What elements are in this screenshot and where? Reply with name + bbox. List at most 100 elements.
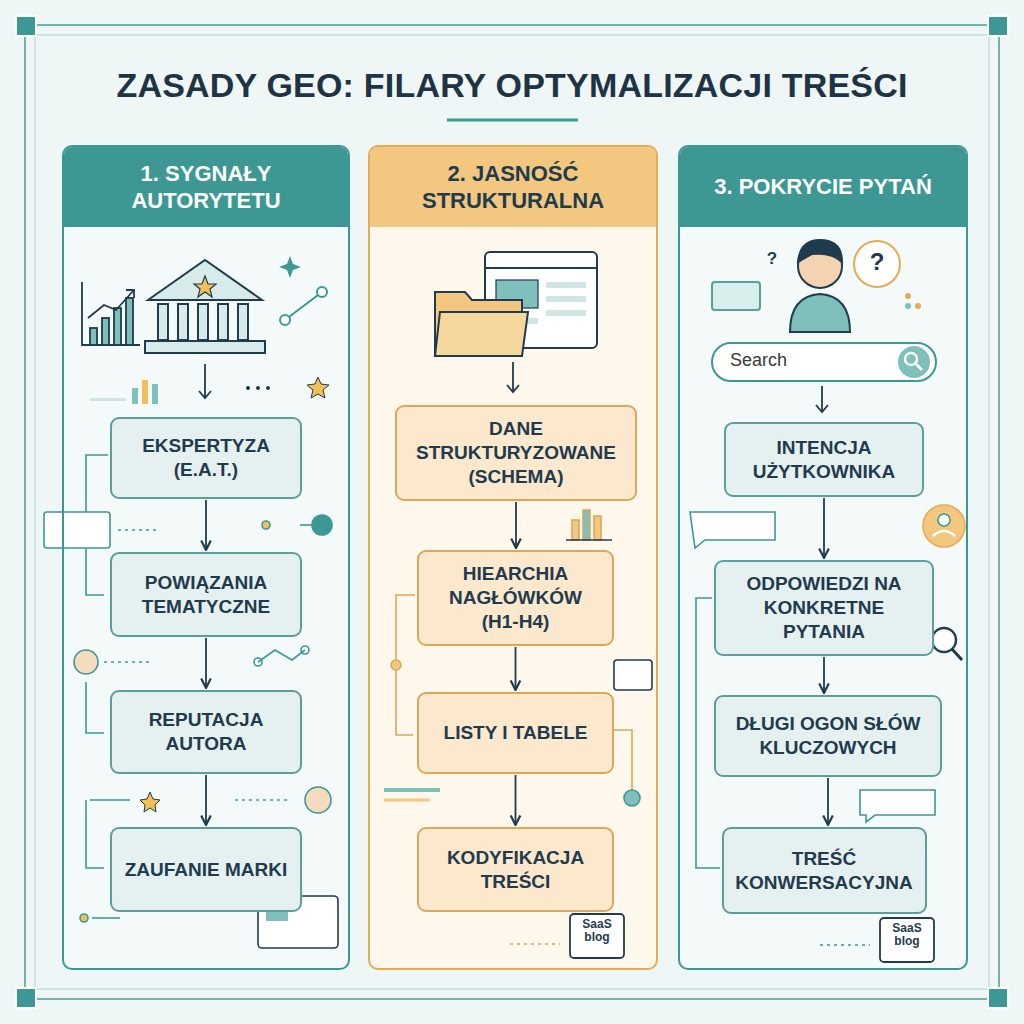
flow-arrow [515, 775, 517, 825]
bracket-line [90, 799, 130, 801]
browser-window [546, 296, 586, 302]
decor-bits [614, 660, 652, 690]
flow-arrow [827, 778, 829, 825]
panel-ground [368, 145, 658, 970]
bracket-line [258, 650, 305, 662]
decor-bits [614, 730, 632, 790]
small-bars [152, 384, 158, 404]
folder-icon [435, 312, 528, 356]
side-icons [820, 944, 870, 946]
search-bar [898, 346, 930, 378]
illustration-arrow [199, 391, 211, 398]
small-bars [307, 377, 329, 398]
box-label: DŁUGI OGON SŁÓW KLUCZOWYCH [728, 712, 928, 760]
diagram-title: ZASADY GEO: FILARY OPTYMALIZACJI TREŚCI [40, 66, 984, 105]
decor-bits [510, 943, 560, 945]
pillar-panel: 2. JASNOŚĆ STRUKTURALNA DANE STRUKTURYZOW… [368, 145, 658, 970]
box-label: REPUTACJA AUTORA [124, 708, 288, 756]
frame [25, 25, 999, 999]
bracket-line [104, 661, 150, 663]
bank-icon [218, 304, 228, 340]
decor-bits [384, 510, 652, 944]
flow-arrow [205, 775, 207, 825]
bracket-line [312, 515, 332, 535]
side-icons [690, 505, 965, 945]
principle-box: ODPOWIEDZI NA KONKRETNE PYTANIA [714, 560, 934, 656]
bracket-line [92, 917, 120, 919]
bracket-line [44, 512, 110, 548]
side-icons [923, 505, 965, 547]
bracket-line [86, 800, 104, 868]
bracket-line [140, 792, 160, 812]
person-icon [905, 303, 911, 309]
illustration-arrow [507, 385, 519, 392]
principle-box: POWIĄZANIA TEMATYCZNE [110, 552, 302, 637]
person-icon [915, 303, 921, 309]
small-bars [90, 377, 329, 404]
decor-bits [583, 510, 590, 540]
browser-window [546, 282, 586, 288]
bracket-line [301, 646, 309, 654]
flow-arrow [515, 502, 517, 548]
bracket-line [300, 524, 312, 526]
decor-bits [572, 520, 579, 540]
principle-box: DANE STRUKTURYZOWANE (SCHEMA) [395, 405, 637, 501]
pillar-heading: 2. JASNOŚĆ STRUKTURALNA [370, 147, 656, 227]
question-mark: ? [866, 249, 888, 275]
bank-icon [148, 260, 262, 300]
growth-chart [82, 282, 140, 345]
side-icons [860, 790, 935, 822]
icon-caption: SaaS blog [882, 922, 932, 948]
principle-box: KODYFIKACJA TREŚCI [417, 827, 614, 912]
decor-bits [566, 539, 612, 541]
bank-icon [238, 304, 248, 340]
search-bar [712, 343, 936, 381]
browser-window [485, 267, 597, 269]
growth-chart [126, 298, 133, 345]
principle-box: INTENCJA UŻYTKOWNIKA [724, 422, 924, 497]
decor-bits [594, 516, 601, 540]
decor-bits [384, 799, 430, 802]
icon-caption: SaaS blog [572, 918, 622, 944]
pillar-panel: 1. SYGNAŁY AUTORYTETUEKSPERTYZA (E.A.T.)… [62, 145, 350, 970]
bracket-line [118, 529, 160, 531]
small-bars [142, 380, 148, 404]
sparkle-network [280, 315, 290, 325]
panel-ground [678, 145, 968, 970]
growth-chart [102, 318, 109, 345]
principle-box: HIEARCHIA NAGŁÓWKÓW (H1-H4) [417, 550, 614, 646]
side-icons [938, 514, 950, 526]
bracket-line [80, 914, 88, 922]
search-bar [905, 353, 917, 365]
box-label: TREŚĆ KONWERSACYJNA [735, 847, 912, 895]
box-label: ODPOWIEDZI NA KONKRETNE PYTANIA [728, 572, 920, 643]
frame [35, 35, 989, 989]
principle-box: LISTY I TABELE [417, 692, 614, 774]
side-icons [932, 628, 956, 652]
bracket-line [305, 787, 331, 813]
principle-box: TREŚĆ KONWERSACYJNA [722, 827, 927, 914]
side-icons [690, 512, 775, 548]
growth-chart [114, 308, 121, 345]
bank-icon [178, 304, 188, 340]
side-icons [952, 649, 962, 660]
bracket-line [44, 455, 338, 948]
illustration-arrow [512, 362, 514, 392]
person-icon [712, 240, 921, 332]
sparkle-network [285, 292, 322, 320]
search-placeholder: Search [730, 351, 850, 371]
corner-square [988, 988, 1008, 1008]
small-bars [132, 388, 138, 404]
small-bars [90, 398, 126, 401]
corner-square [988, 16, 1008, 36]
tablet-icon [570, 914, 934, 962]
box-label: POWIĄZANIA TEMATYCZNE [124, 571, 288, 619]
small-bars [246, 386, 250, 390]
box-label: LISTY I TABELE [444, 721, 588, 745]
bank-icon [145, 341, 265, 353]
bracket-line [86, 682, 104, 733]
decor-bits [384, 788, 440, 792]
decor-bits [391, 660, 401, 670]
sparkle-network [317, 287, 327, 297]
